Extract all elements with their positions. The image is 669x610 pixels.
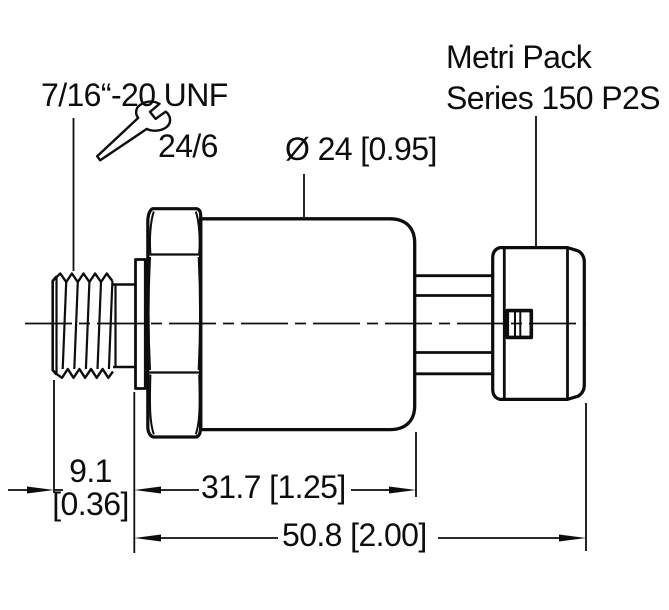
- dim-line-overall-length: [134, 534, 586, 542]
- dim-thread-length-in: [0.36]: [52, 486, 129, 522]
- extension-lines: [53, 380, 587, 553]
- connector-label-line2: Series 150 P2S: [446, 80, 661, 116]
- connector-label-line1: Metri Pack: [446, 39, 592, 75]
- flange-collar: [134, 258, 147, 390]
- dim-line-body-length: [134, 486, 416, 494]
- dim-overall-length-label: 50.8 [2.00]: [282, 517, 427, 553]
- connector-terminal: [505, 308, 534, 340]
- thread-spec-label: 7/16“-20 UNF: [41, 77, 228, 113]
- dim-body-length-label: 31.7 [1.25]: [201, 469, 346, 505]
- sensor-body: [199, 217, 417, 432]
- neck-section: [414, 274, 493, 376]
- dim-line-thread-length: [8, 486, 63, 494]
- dim-thread-length: 9.1 [0.36]: [38, 455, 143, 521]
- thread-section: [51, 272, 136, 379]
- wrench-icon: [96, 100, 172, 162]
- connector-label: Metri Pack Series 150 P2S: [446, 37, 661, 119]
- wrench-size-label: 24/6: [158, 128, 218, 164]
- body-diameter-label: Ø 24 [0.95]: [285, 131, 437, 167]
- leader-lines: [72, 116, 537, 271]
- connector-housing: [491, 246, 586, 401]
- dim-thread-length-mm: 9.1: [69, 453, 112, 489]
